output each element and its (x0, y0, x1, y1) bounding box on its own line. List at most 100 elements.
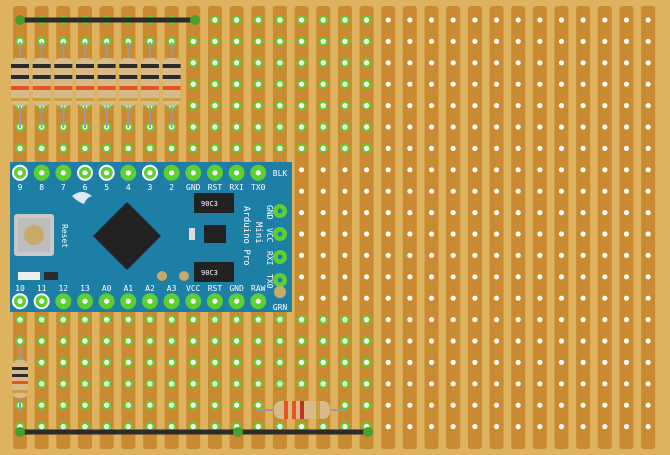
hole-center (580, 167, 586, 173)
hole-center (407, 274, 413, 280)
hole-center (298, 38, 305, 45)
hole-center (623, 231, 630, 237)
hole-center (234, 124, 240, 130)
hole-center (472, 274, 478, 280)
hole-center (320, 274, 326, 280)
hole-center (277, 17, 283, 23)
hole-center (298, 188, 305, 194)
hole-center (493, 145, 500, 151)
hole-center (515, 210, 521, 216)
arduino-top-pin: GND (185, 164, 202, 192)
hole-center (407, 402, 413, 408)
smd-component (44, 272, 58, 280)
hole-center (104, 402, 110, 408)
hole-center (407, 210, 413, 216)
hole-center (623, 295, 630, 301)
arduino-top-pin: 9 (12, 164, 28, 192)
arduino-side-pin: RXI (265, 250, 287, 266)
hole-center (407, 145, 413, 151)
pad (157, 271, 167, 281)
hole-center (645, 188, 651, 194)
hole-center (580, 359, 586, 365)
hole-center (623, 124, 630, 130)
hole-center (407, 252, 413, 258)
hole-center (60, 38, 66, 45)
hole-center (298, 231, 305, 237)
hole-center (558, 381, 565, 387)
hole-center (623, 338, 630, 344)
hole-center (580, 231, 586, 237)
hole-center (428, 17, 435, 23)
hole-center (363, 402, 370, 408)
hole-center (255, 338, 261, 344)
voltage-regulator (204, 225, 226, 243)
arduino-top-pin: RXI (228, 164, 245, 192)
hole-center (39, 359, 45, 365)
hole-center (645, 17, 651, 23)
hole-center (39, 145, 45, 151)
hole-center (255, 103, 261, 109)
wire-end (190, 15, 200, 25)
hole-center (342, 38, 348, 45)
hole-center (298, 124, 305, 130)
hole-center (537, 145, 543, 151)
hole-center (39, 424, 45, 430)
hole-center (428, 103, 435, 109)
hole-center (320, 145, 326, 151)
hole-center (277, 381, 283, 387)
hole-center (558, 167, 565, 173)
hole-center (212, 60, 218, 66)
hole-center (60, 338, 66, 344)
hole-center (623, 167, 630, 173)
hole-center (342, 210, 348, 216)
hole-center (39, 381, 45, 387)
hole-center (298, 274, 305, 280)
hole-center (407, 317, 413, 323)
hole-center (623, 210, 630, 216)
hole-center (602, 167, 608, 173)
hole-center (407, 424, 413, 430)
arduino-bottom-pin: A1 (120, 284, 137, 310)
hole-center (320, 338, 326, 344)
hole-center (147, 317, 153, 323)
hole-center (234, 103, 240, 109)
hole-center (428, 38, 435, 45)
hole-center (493, 317, 500, 323)
hole-center (537, 124, 543, 130)
hole-center (277, 38, 283, 45)
hole-center (212, 381, 218, 387)
hole-center (190, 424, 196, 430)
hole-center (602, 210, 608, 216)
hole-center (645, 295, 651, 301)
arduino-bottom-pin: A0 (98, 284, 115, 310)
hole-center (212, 17, 218, 23)
hole-center (255, 38, 261, 45)
hole-center (428, 338, 435, 344)
hole-center (602, 231, 608, 237)
hole-center (342, 252, 348, 258)
hole-center (342, 317, 348, 323)
hole-center (450, 295, 456, 301)
hole-center (320, 103, 326, 109)
hole-center (363, 38, 370, 45)
hole-center (298, 424, 305, 430)
hole-center (407, 338, 413, 344)
hole-center (277, 424, 283, 430)
hole-center (623, 317, 630, 323)
arduino-side-pin: VCC (265, 227, 287, 243)
hole-center (125, 338, 131, 344)
hole-center (60, 317, 66, 323)
hole-center (623, 424, 630, 430)
hole-center (255, 60, 261, 66)
hole-center (623, 17, 630, 23)
hole-center (515, 81, 521, 87)
hole-center (320, 381, 326, 387)
hole-center (190, 124, 196, 130)
hole-center (342, 81, 348, 87)
hole-center (537, 252, 543, 258)
hole-center (234, 81, 240, 87)
hole-center (147, 402, 153, 408)
hole-center (580, 381, 586, 387)
hole-center (363, 210, 370, 216)
